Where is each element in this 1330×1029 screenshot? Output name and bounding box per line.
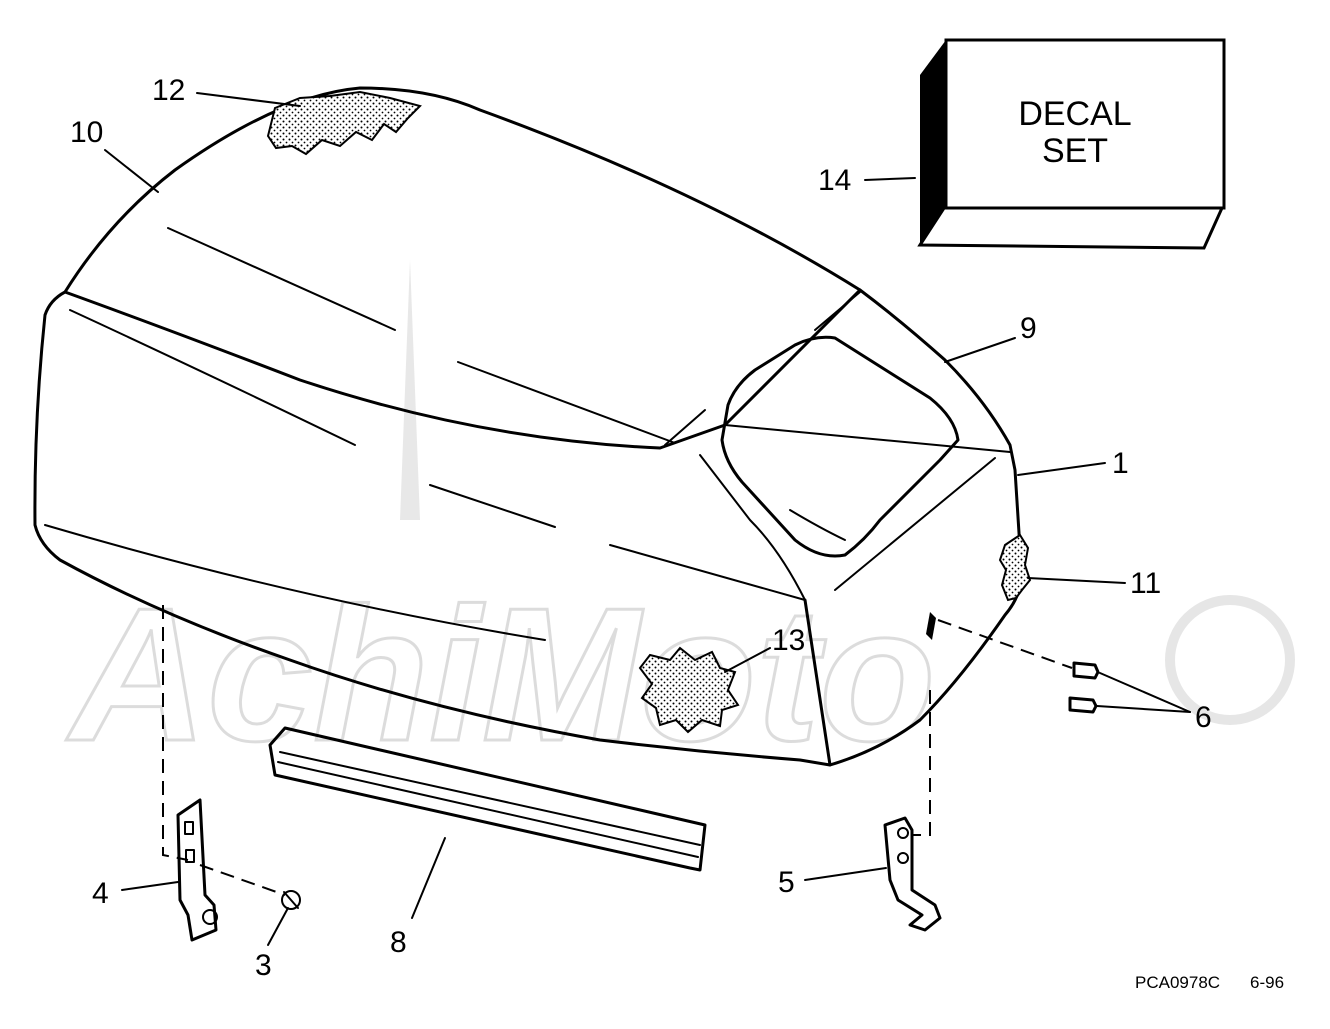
callouts: 12 10 14 9 1 11 13 6 4 3 8 5 (70, 74, 1212, 982)
leader-8 (411, 837, 446, 919)
decal-box-bottom (917, 203, 1225, 250)
leader-6b (1096, 705, 1191, 713)
bracket-4-slot-a (184, 821, 194, 835)
bracket-4-boss (202, 909, 218, 925)
cover-line-c (814, 291, 861, 331)
leader-lines (104, 92, 1191, 946)
pin-6-b (1068, 696, 1098, 714)
footer: PCA0978C 6-96 (1135, 973, 1284, 992)
cover-rear-line (699, 454, 806, 601)
pins-6 (926, 612, 1100, 714)
leader-12 (196, 92, 301, 107)
cover-flank-a (69, 309, 356, 446)
cover-line-b (457, 361, 676, 444)
cover-rear-edge (803, 598, 832, 767)
dash-screw-3 (199, 864, 286, 896)
decal-box-line1: DECAL (1018, 95, 1131, 133)
cover-bottom-edge (44, 524, 546, 641)
decal-set-box: DECAL SET (917, 38, 1226, 250)
seal-strip-body (268, 726, 707, 872)
callout-14: 14 (818, 164, 851, 197)
cover-flank-c (609, 544, 806, 601)
seal-strip (268, 726, 707, 872)
callout-8: 8 (390, 926, 407, 959)
screw-3-slot (283, 891, 299, 909)
assembly-lines (162, 605, 1073, 896)
bracket-4-body (176, 798, 218, 942)
bracket-4 (176, 798, 218, 942)
callout-5: 5 (778, 866, 795, 899)
bracket-5-body (883, 816, 942, 932)
callout-6: 6 (1195, 701, 1212, 734)
leader-4 (121, 881, 179, 891)
seal-strip-line-b (277, 761, 699, 858)
decal-box-side (920, 40, 946, 245)
decal-box-line2: SET (1042, 132, 1108, 170)
leader-3 (267, 907, 289, 946)
cover-line-a (167, 227, 396, 331)
watermark: AchiMoto (65, 260, 1295, 783)
decal-12-patch (266, 90, 422, 156)
callout-11: 11 (1130, 567, 1161, 600)
leader-10 (104, 149, 159, 193)
callout-4: 4 (92, 877, 109, 910)
bracket-5-hole-b (897, 852, 909, 864)
cover-ridge (63, 288, 862, 450)
decal-box-front (944, 38, 1226, 210)
leader-9 (944, 337, 1016, 363)
cover-rear-top (834, 457, 996, 591)
leader-14 (864, 177, 916, 181)
footer-date: 6-96 (1250, 973, 1284, 992)
screw-3 (281, 890, 301, 910)
watermark-wheel-shape (1165, 595, 1295, 725)
callout-12: 12 (152, 74, 185, 107)
watermark-text: AchiMoto (66, 569, 935, 781)
leader-1 (1017, 462, 1106, 476)
dash-pins-6 (937, 619, 1073, 669)
dash-bracket-5 (912, 690, 931, 836)
leader-6a (1099, 672, 1191, 713)
cover-window (720, 335, 960, 558)
cover-outline (33, 86, 1024, 767)
leader-5 (804, 867, 887, 881)
cover-line-d (724, 424, 1011, 453)
callout-10: 10 (70, 116, 103, 149)
dash-bracket-4 (162, 605, 189, 861)
pin-6-a (1072, 661, 1100, 680)
leader-13 (724, 647, 771, 673)
footer-part-code: PCA0978C (1135, 973, 1220, 992)
bracket-5 (883, 816, 942, 932)
bracket-4-slot-b (185, 849, 195, 863)
decal-11-patch (998, 533, 1032, 602)
cover-mount-hole (926, 612, 936, 640)
leader-11 (1027, 577, 1126, 584)
seal-strip-line-a (279, 751, 701, 846)
decal-13-patch (638, 646, 740, 734)
cover-line-e (664, 409, 706, 446)
watermark-spire-shape (400, 260, 420, 520)
bracket-5-hole-a (897, 827, 909, 839)
cover-flank-b (429, 484, 556, 528)
callout-1: 1 (1112, 447, 1129, 480)
engine-cover (33, 86, 1032, 767)
cover-window-inner (789, 509, 846, 541)
callout-9: 9 (1020, 312, 1037, 345)
callout-3: 3 (255, 949, 272, 982)
callout-13: 13 (772, 624, 805, 657)
